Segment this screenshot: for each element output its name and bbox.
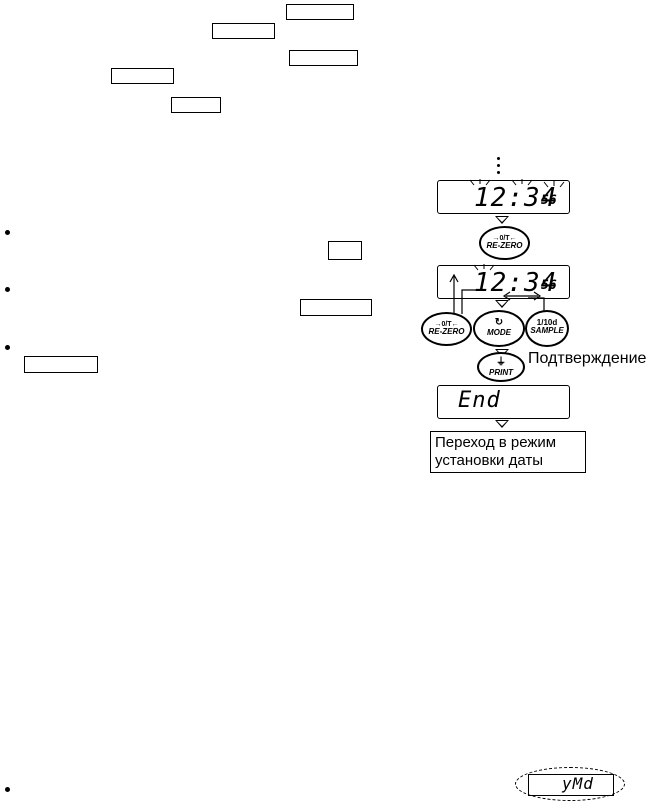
bullet-2 [5, 287, 10, 292]
confirm-label: Подтверждение [528, 350, 647, 367]
sample-symbol: 1/10d [536, 318, 558, 327]
rezero-button[interactable]: →0/T← RE-ZERO [479, 226, 530, 260]
rezero-symbol: →0/T← [434, 321, 459, 328]
continuation-dot [497, 171, 500, 174]
down-arrow-icon [495, 216, 509, 224]
lcd-seconds: 56 [541, 278, 557, 293]
key-placeholder-1 [286, 4, 354, 20]
sample-label: SAMPLE [530, 326, 564, 336]
print-symbol: ⏚ [496, 357, 506, 368]
lcd-end: End [458, 388, 501, 413]
mode-button[interactable]: ↻ MODE [473, 310, 525, 347]
mode-symbol: ↻ [494, 317, 504, 328]
rezero-label: RE-ZERO [428, 327, 465, 337]
continuation-dot [497, 157, 500, 160]
down-arrow-icon [495, 420, 509, 428]
lcd-time: 12:34 [474, 268, 558, 298]
blink-marks-icon [469, 179, 565, 188]
rezero-button[interactable]: →0/T← RE-ZERO [421, 312, 472, 346]
rezero-label: RE-ZERO [486, 241, 523, 251]
bullet-4 [5, 787, 10, 792]
mode-label: MODE [487, 327, 511, 337]
bullet-3 [5, 345, 10, 350]
key-placeholder-3 [289, 50, 358, 66]
lcd-seconds: 56 [541, 193, 557, 208]
down-arrow-icon [495, 300, 509, 308]
print-button[interactable]: ⏚ PRINT [477, 352, 525, 382]
key-placeholder-5 [171, 97, 221, 113]
continuation-dot [497, 164, 500, 167]
key-placeholder-2 [212, 23, 275, 39]
rezero-symbol: →0/T← [492, 235, 517, 242]
selection-arrows-icon [449, 273, 545, 314]
lcd-display-time-edit: 12:34 56 [437, 264, 570, 299]
lcd-time: 12:34 [474, 183, 558, 213]
key-placeholder-8 [24, 356, 98, 373]
key-placeholder-4 [111, 68, 174, 84]
sample-button[interactable]: 1/10d SAMPLE [525, 310, 569, 347]
print-label: PRINT [489, 367, 513, 377]
lcd-display-time-blinking: 12:34 56 [437, 179, 570, 214]
key-placeholder-6 [328, 241, 362, 260]
lcd-inner-frame [528, 774, 614, 796]
lcd-display-end: End [437, 385, 570, 419]
lcd-ymd: yMd [562, 774, 594, 793]
bullet-1 [5, 230, 10, 235]
next-mode-box: Переход в режим установки даты [430, 431, 586, 473]
blink-marks-icon [473, 264, 495, 271]
key-placeholder-7 [300, 299, 372, 316]
lcd-display-ymd: yMd [515, 767, 625, 801]
